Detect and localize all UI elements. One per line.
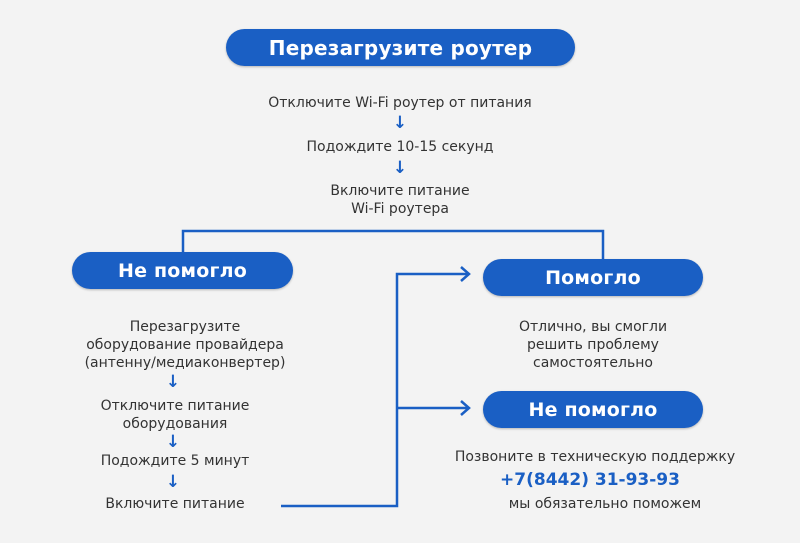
split-connector bbox=[181, 229, 605, 262]
success-text: Отлично, вы смогли решить проблему самос… bbox=[463, 318, 723, 372]
left-step-2-line-1: Отключите питание bbox=[100, 398, 250, 414]
success-line-2: решить проблему bbox=[527, 337, 659, 353]
left-step-4: Включите питание bbox=[105, 496, 245, 512]
support-line-3: мы обязательно поможем bbox=[508, 496, 702, 512]
success-title: Помогло bbox=[545, 266, 641, 289]
arrow-down-icon: ↓ bbox=[165, 432, 181, 452]
left-step-2-line-2: оборудования bbox=[122, 416, 228, 432]
left-step-1-line-2: оборудование провайдера bbox=[86, 337, 284, 353]
success-line-3: самостоятельно bbox=[533, 355, 653, 371]
left-step-1-line-1: Перезагрузите bbox=[129, 319, 241, 335]
left-step-1: Перезагрузите оборудование провайдера (а… bbox=[40, 318, 330, 372]
main-step-3-line-1: Включите питание bbox=[330, 183, 470, 199]
header-pill: Перезагрузите роутер bbox=[226, 29, 575, 66]
success-pill: Помогло bbox=[483, 259, 703, 296]
main-step-3-line-2: Wi-Fi роутера bbox=[351, 201, 449, 217]
left-step-3: Подождите 5 минут bbox=[100, 453, 250, 469]
left-fail-title: Не помогло bbox=[117, 259, 248, 282]
arrow-down-icon: ↓ bbox=[392, 113, 408, 133]
left-step-2: Отключите питание оборудования bbox=[40, 397, 310, 433]
support-pill: Не помогло bbox=[483, 391, 703, 428]
header-title: Перезагрузите роутер bbox=[268, 35, 533, 60]
support-line-1: Позвоните в техническую поддержку bbox=[454, 449, 736, 465]
left-step-1-line-3: (антенну/медиаконвертер) bbox=[84, 355, 286, 371]
arrow-down-icon: ↓ bbox=[165, 372, 181, 392]
support-title: Не помогло bbox=[528, 398, 658, 421]
support-phone[interactable]: +7(8442) 31-93-93 bbox=[500, 470, 680, 490]
left-fail-pill: Не помогло bbox=[72, 252, 293, 289]
main-step-1: Отключите Wi-Fi роутер от питания bbox=[268, 95, 532, 111]
main-step-2: Подождите 10-15 секунд bbox=[306, 139, 494, 155]
left-bottom-connector bbox=[281, 272, 468, 508]
arrow-down-icon: ↓ bbox=[165, 472, 181, 492]
arrow-down-icon: ↓ bbox=[392, 158, 408, 178]
success-line-1: Отлично, вы смогли bbox=[518, 319, 668, 335]
main-step-3: Включите питание Wi-Fi роутера bbox=[200, 182, 600, 218]
arrow-head-fail-icon bbox=[460, 400, 471, 416]
arrow-head-success-icon bbox=[460, 266, 471, 282]
